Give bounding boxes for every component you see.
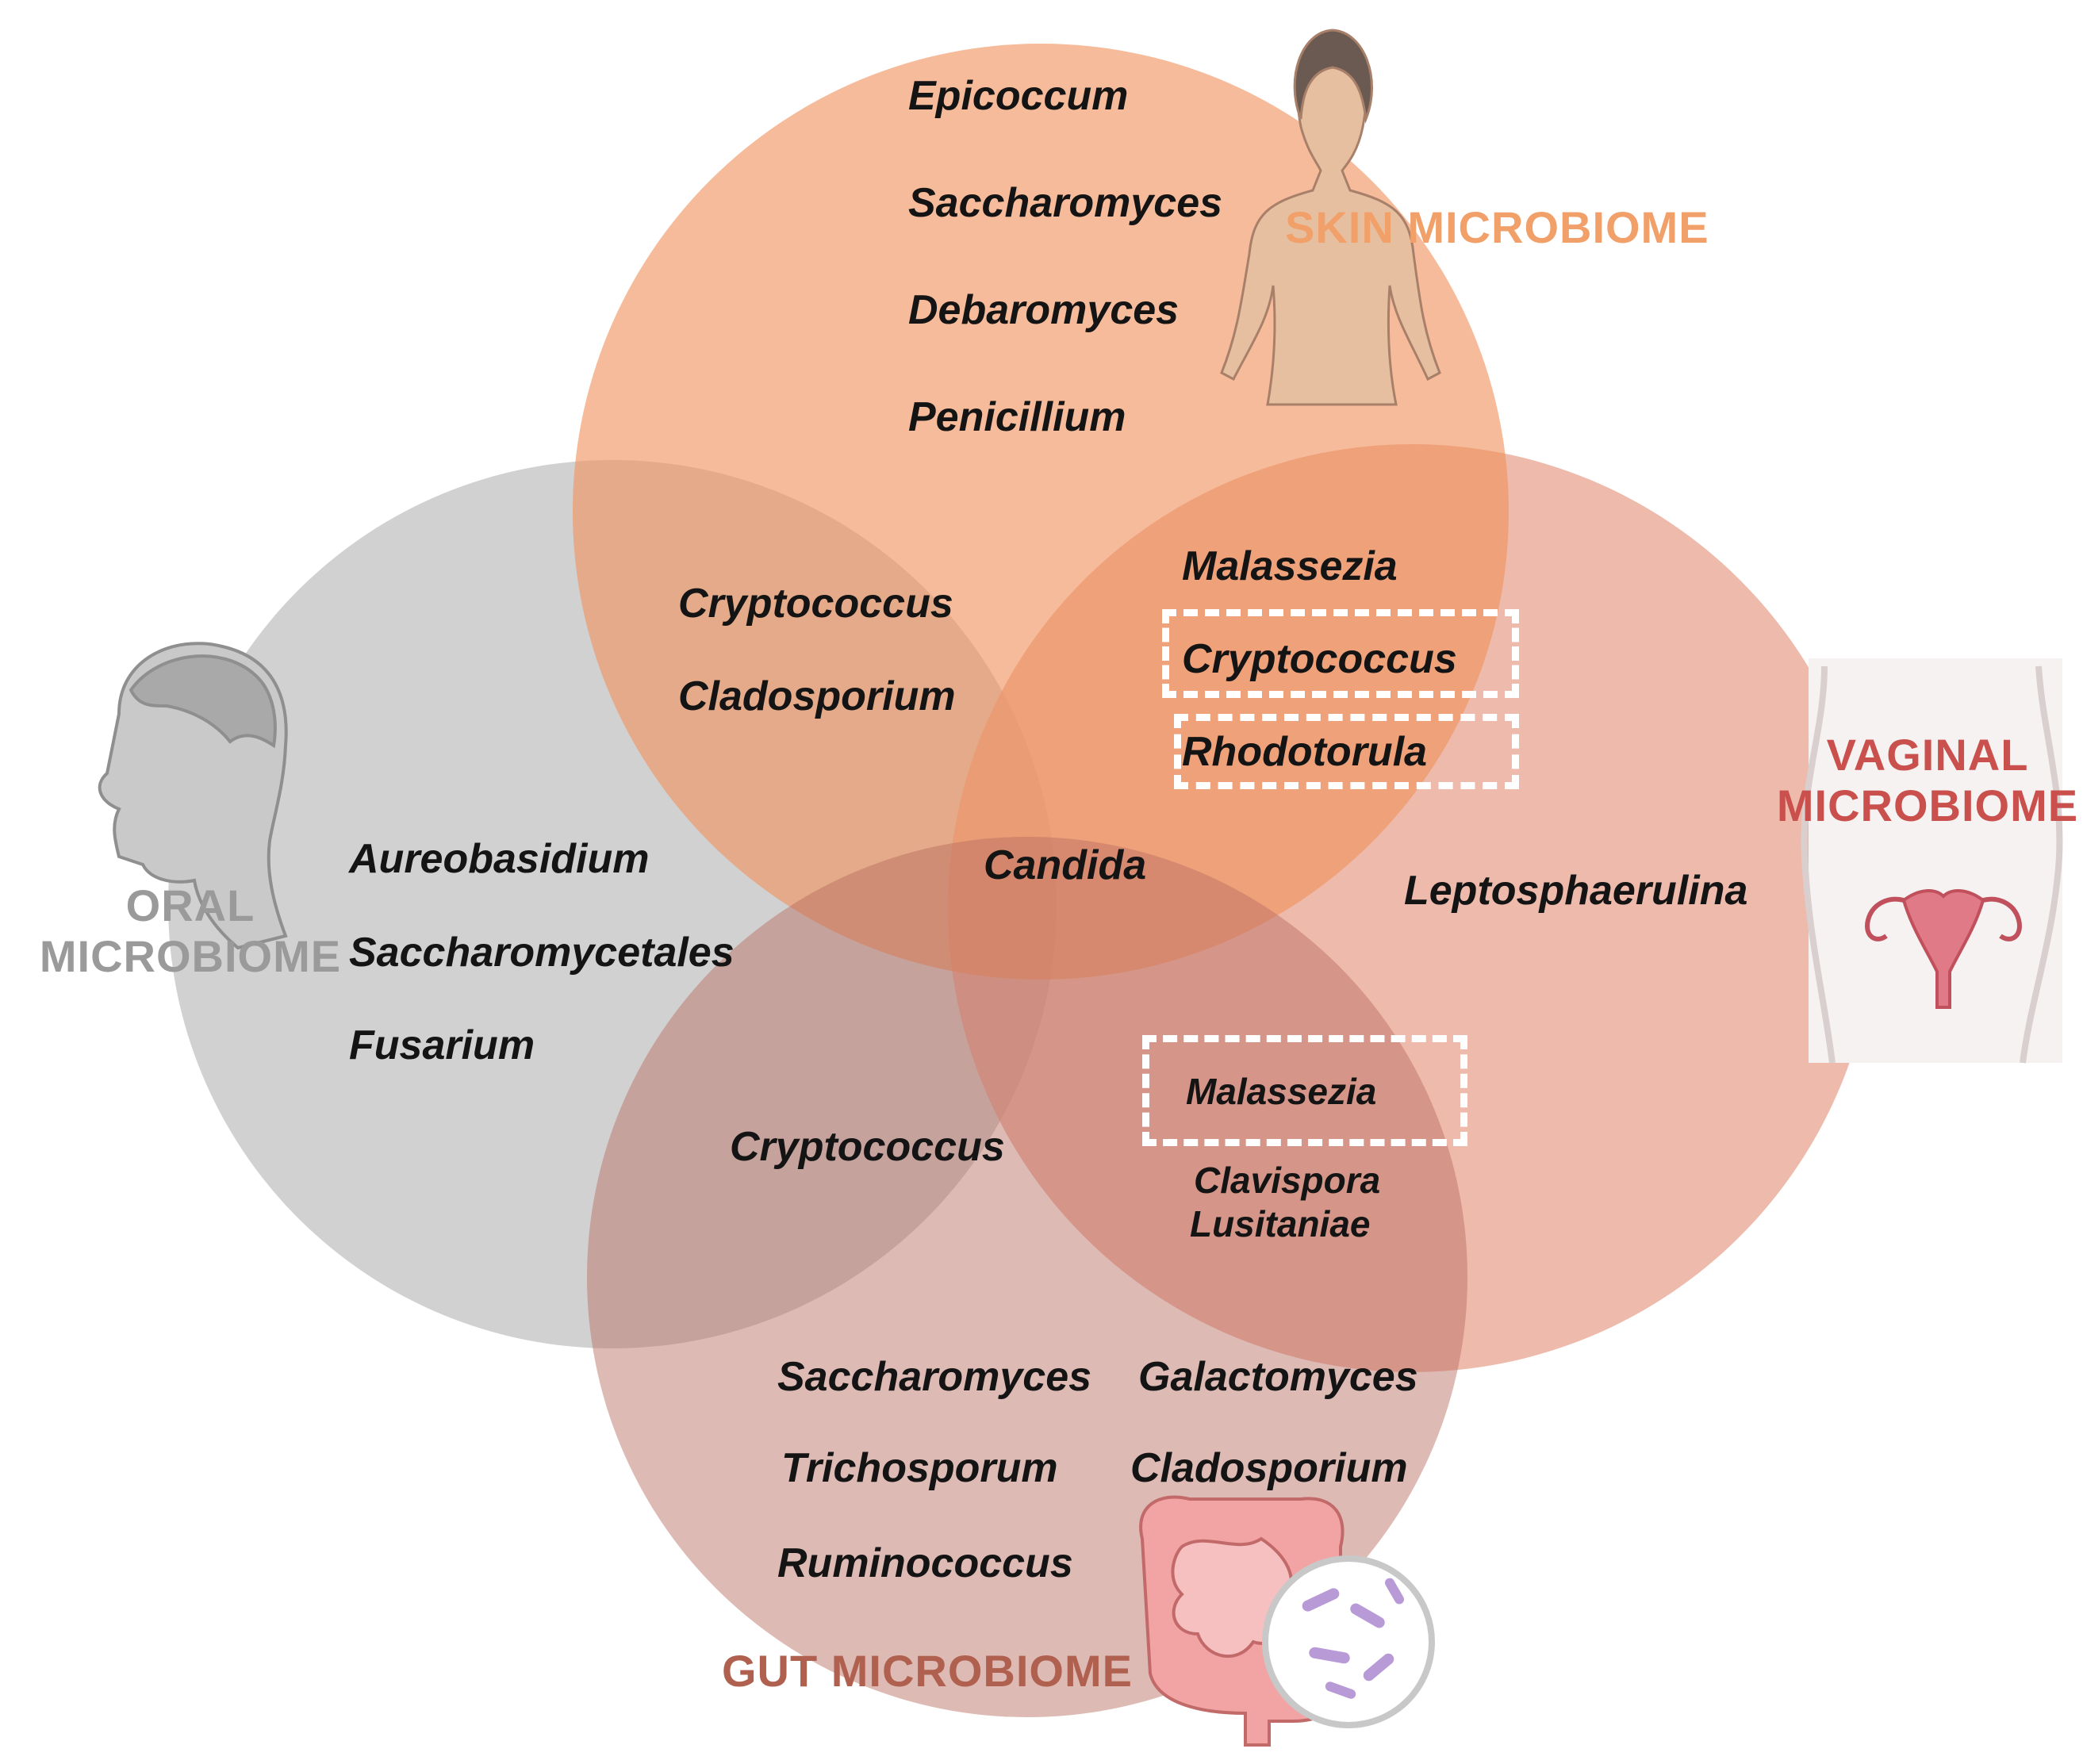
highlight-box-cryptococcus xyxy=(1162,609,1519,698)
genus-oral-gut-1: Cryptococcus xyxy=(730,1124,1005,1170)
oral-label-line2: MICROBIOME xyxy=(39,931,342,982)
genus-vaginal-gut-3: Lusitaniae xyxy=(1190,1203,1371,1244)
genus-oral-skin-1: Cryptococcus xyxy=(678,581,953,627)
genus-vaginal-1: Leptosphaerulina xyxy=(1404,868,1748,914)
uterus-icon xyxy=(1801,658,2063,1064)
oral-label-line1: ORAL xyxy=(125,880,255,930)
vaginal-label-line2: MICROBIOME xyxy=(1776,780,2079,831)
genus-oral-2: Saccharomycetales xyxy=(349,930,735,976)
genus-oral-1: Aureobasidium xyxy=(349,836,650,882)
highlight-box-malassezia xyxy=(1142,1035,1467,1146)
genus-skin-3: Debaromyces xyxy=(908,287,1180,333)
genus-skin-2: Saccharomyces xyxy=(908,180,1223,226)
genus-oral-skin-2: Cladosporium xyxy=(678,673,956,719)
genus-gut-1: Saccharomyces xyxy=(777,1354,1092,1400)
genus-oral-3: Fusarium xyxy=(349,1022,535,1068)
genus-center: Candida xyxy=(984,842,1147,888)
genus-gut-3: Ruminococcus xyxy=(777,1540,1073,1586)
highlight-box-rhodotorula xyxy=(1174,714,1519,789)
skin-microbiome-label: SKIN MICROBIOME xyxy=(1285,202,1709,252)
human-head-profile-icon xyxy=(98,642,288,950)
vaginal-label-line1: VAGINAL xyxy=(1826,730,2029,780)
female-torso-icon xyxy=(1220,29,1441,406)
gut-circle xyxy=(587,837,1467,1717)
bacteria-petri-icon xyxy=(1262,1555,1435,1728)
genus-skin-vaginal-1: Malassezia xyxy=(1182,543,1398,589)
genus-skin-1: Epicoccum xyxy=(908,73,1129,119)
genus-vaginal-gut-1: Malassezia xyxy=(1186,1071,1377,1112)
genus-gut-2: Trichosporum xyxy=(781,1445,1058,1491)
genus-gut-4: Galactomyces xyxy=(1138,1354,1418,1400)
genus-gut-5: Cladosporium xyxy=(1130,1445,1408,1491)
genus-skin-vaginal-3: Rhodotorula xyxy=(1182,729,1428,775)
oral-microbiome-label: ORAL MICROBIOME xyxy=(32,880,349,983)
genus-skin-vaginal-2: Cryptococcus xyxy=(1182,636,1457,682)
vaginal-microbiome-label: VAGINAL MICROBIOME xyxy=(1769,730,2083,832)
genus-skin-4: Penicillium xyxy=(908,394,1126,440)
gut-microbiome-label: GUT MICROBIOME xyxy=(722,1646,1133,1696)
genus-vaginal-gut-2: Clavispora xyxy=(1194,1160,1381,1201)
